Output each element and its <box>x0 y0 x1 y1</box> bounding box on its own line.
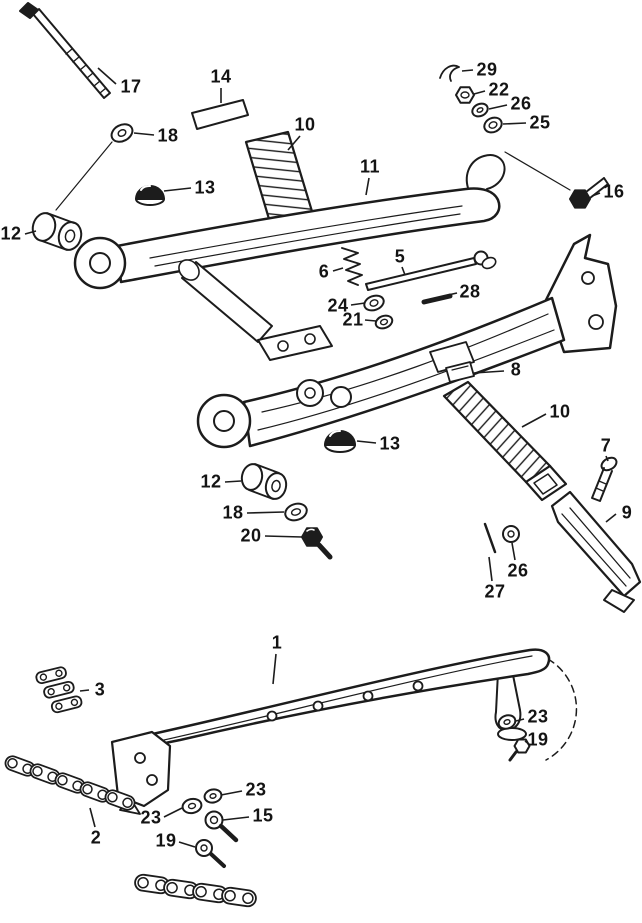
bushing-12-low <box>240 463 288 500</box>
washer-23-right <box>497 714 517 730</box>
bolt-7 <box>591 456 618 502</box>
washer-21 <box>374 314 394 330</box>
cotter-pin-29 <box>439 64 460 82</box>
pin-28 <box>421 293 453 305</box>
washer-23-mid-a <box>181 797 203 815</box>
washer-26-low <box>502 525 520 543</box>
washer-25 <box>483 116 503 134</box>
pivot-bolt-17 <box>19 2 111 99</box>
master-links-3 <box>35 666 83 714</box>
dome-nut-13-top <box>135 184 165 206</box>
spring-6 <box>341 247 363 286</box>
bolt-15 <box>204 810 239 843</box>
drive-chain-2 <box>4 755 136 811</box>
bolt-19-left <box>195 839 226 868</box>
channel-9 <box>550 490 642 613</box>
clip-8 <box>445 361 475 383</box>
bushing-12-top <box>31 212 83 251</box>
swingarm-upper-11 <box>73 154 506 361</box>
pin-27 <box>483 522 497 554</box>
chain-guard-1 <box>110 648 578 815</box>
ribbed-tube-10-right <box>442 380 568 502</box>
dome-nut-13-low <box>324 430 356 453</box>
rod-5 <box>365 250 497 291</box>
washer-18-low <box>284 502 308 522</box>
spacer-plate-14 <box>191 99 249 130</box>
washer-18-top <box>55 123 134 211</box>
nut-22 <box>455 86 475 104</box>
bolt-19-right <box>508 738 531 762</box>
washer-24 <box>363 294 385 312</box>
chain-bottom <box>134 873 257 908</box>
bolt-16 <box>504 151 609 209</box>
washer-26-top <box>471 102 489 118</box>
